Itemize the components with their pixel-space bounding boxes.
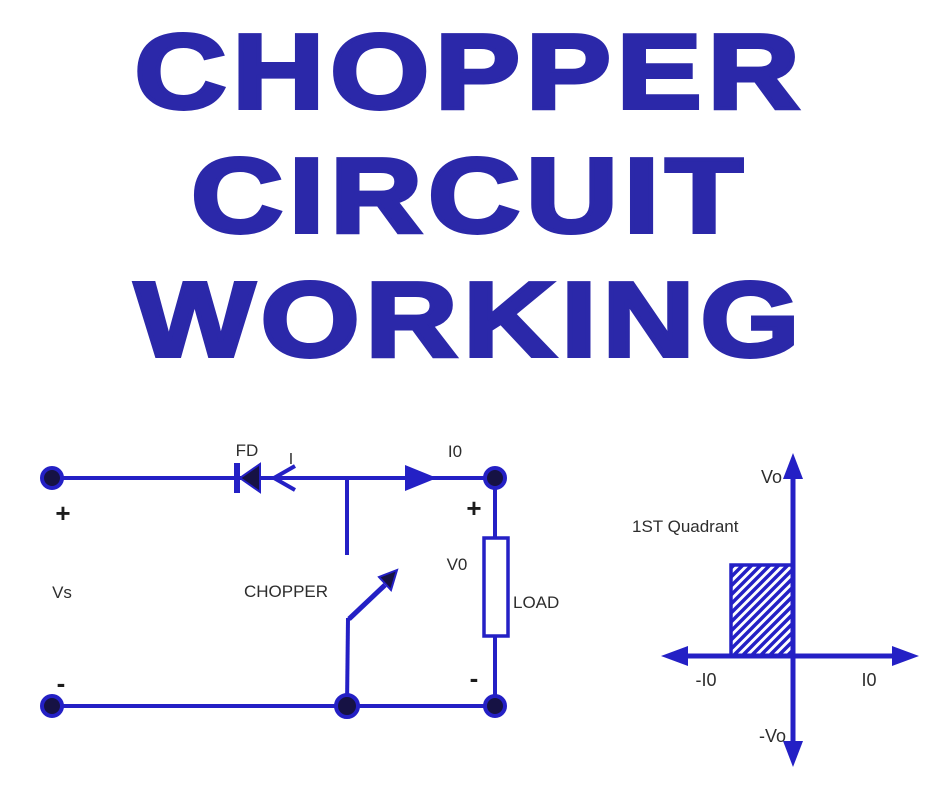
label-minus-right: - — [470, 663, 479, 693]
load-resistor — [482, 536, 510, 638]
v-axis-arrow-down-icon — [783, 741, 803, 767]
label-minus-left: - — [57, 668, 66, 698]
label-i0-pos: I0 — [861, 670, 876, 690]
node-top-right — [483, 466, 507, 490]
h-axis-arrow-left-icon — [661, 646, 688, 666]
title-line-3: WORKING — [132, 259, 806, 381]
node-bottom-right — [483, 694, 507, 718]
label-v0: V0 — [447, 555, 468, 574]
node-bottom-left — [40, 694, 64, 718]
h-axis-arrow-right-icon — [892, 646, 919, 666]
label-first-quadrant: 1ST Quadrant — [632, 517, 739, 536]
node-bottom-middle — [334, 693, 360, 719]
title-line-1: CHOPPER — [132, 11, 806, 133]
diode-triangle — [238, 462, 261, 494]
diode-icon — [234, 462, 261, 494]
switch-arrowhead — [377, 568, 399, 592]
switch-lower-wire — [345, 617, 350, 707]
current-arrow-left-icon — [269, 464, 296, 492]
label-current-i: I — [289, 451, 293, 468]
switch-icon — [347, 568, 399, 621]
current-arrow-right-icon — [405, 465, 437, 491]
label-vs: Vs — [52, 583, 72, 602]
v-axis-arrow-up-icon — [783, 453, 803, 479]
h-axis — [661, 646, 919, 666]
label-current-i0: I0 — [448, 442, 462, 461]
v-axis — [783, 453, 803, 767]
label-load: LOAD — [513, 593, 559, 612]
label-plus-left: + — [55, 498, 70, 528]
switch-arm — [347, 583, 387, 621]
label-plus-right: + — [466, 493, 481, 523]
label-fd: FD — [236, 441, 259, 460]
page-title: CHOPPER CIRCUIT WORKING — [0, 0, 940, 382]
label-chopper: CHOPPER — [244, 582, 328, 601]
label-vo-pos: Vo — [761, 467, 782, 487]
chopper-circuit-diagram: FD I I0 CHOPPER Vs V0 LOAD + - + - — [40, 441, 559, 719]
label-i0-neg: -I0 — [695, 670, 716, 690]
label-vo-neg: -Vo — [759, 726, 786, 746]
operating-region-hatched — [729, 563, 795, 658]
quadrant-operation-diagram: Vo 1ST Quadrant -I0 I0 -Vo — [632, 453, 919, 767]
node-top-left — [40, 466, 64, 490]
title-line-2: CIRCUIT — [189, 135, 749, 257]
